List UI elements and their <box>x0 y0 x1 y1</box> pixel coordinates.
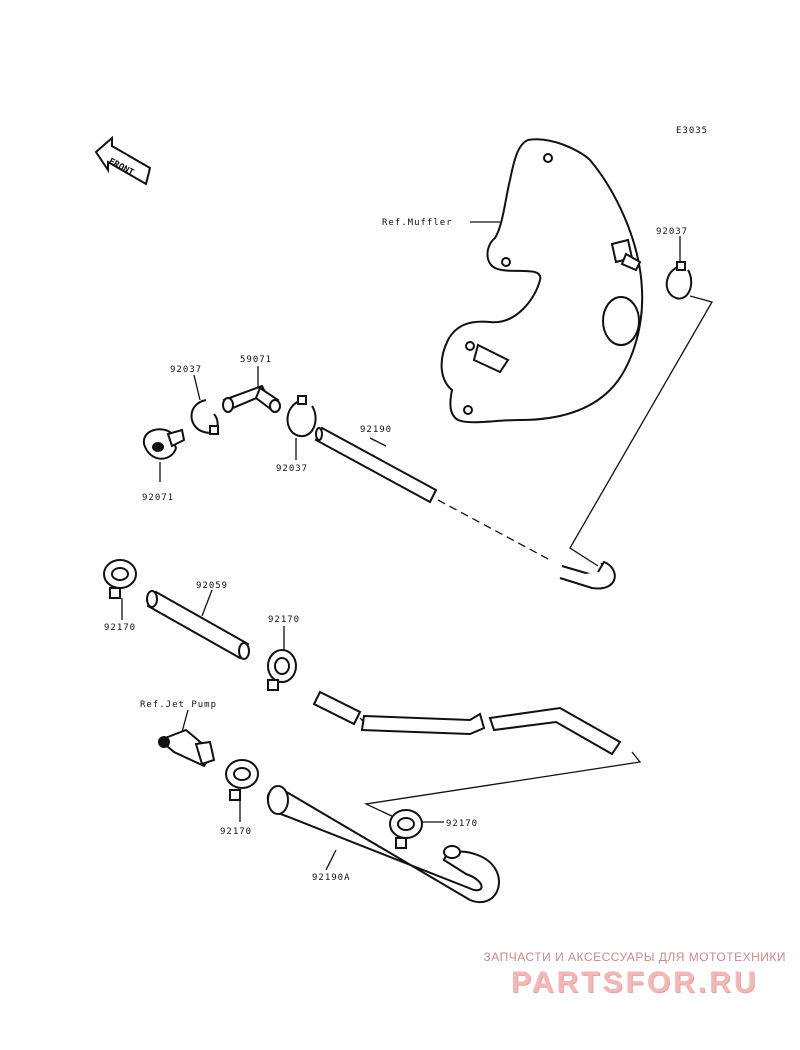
label-92037-left: 92037 <box>170 365 202 375</box>
label-92170-low: 92170 <box>220 827 252 837</box>
clamp-92170-right <box>389 809 423 849</box>
watermark-brand: PARTSFOR.RU <box>511 966 759 999</box>
jet-pump-fitting <box>158 728 216 768</box>
muffler <box>440 138 644 424</box>
hose-92059 <box>146 590 250 660</box>
clamp-92170-left <box>103 559 137 599</box>
clamp-92170-low <box>225 759 259 801</box>
clip-92037-left <box>190 399 219 435</box>
watermark-tagline: ЗАПЧАСТИ И АКСЕССУАРЫ ДЛЯ МОТОТЕХНИКИ <box>483 950 786 964</box>
clip-92037-mid <box>286 395 317 438</box>
watermark: ЗАПЧАСТИ И АКСЕССУАРЫ ДЛЯ МОТОТЕХНИКИ PA… <box>484 950 786 1000</box>
label-92059: 92059 <box>196 581 228 591</box>
label-92170-left: 92170 <box>104 623 136 633</box>
label-92037-mid: 92037 <box>276 464 308 474</box>
label-59071: 59071 <box>240 355 272 365</box>
plug-92071 <box>142 428 186 460</box>
label-92037-top: 92037 <box>656 227 688 237</box>
fitting-59071 <box>222 384 281 413</box>
label-92170-mid: 92170 <box>268 615 300 625</box>
label-ref-jet-pump: Ref.Jet Pump <box>140 700 217 710</box>
clip-92037-top <box>665 261 693 300</box>
front-arrow-icon: FRONT <box>94 135 152 186</box>
hose-92190 <box>314 426 616 590</box>
hose-middle <box>312 690 622 756</box>
clamp-92170-mid <box>267 649 297 691</box>
label-92071: 92071 <box>142 493 174 503</box>
label-92190a: 92190A <box>312 873 351 883</box>
label-92190: 92190 <box>360 425 392 435</box>
label-92170-right: 92170 <box>446 819 478 829</box>
hose-92190a <box>266 785 500 903</box>
diagram-code: E3035 <box>676 126 708 136</box>
label-ref-muffler: Ref.Muffler <box>382 218 453 228</box>
